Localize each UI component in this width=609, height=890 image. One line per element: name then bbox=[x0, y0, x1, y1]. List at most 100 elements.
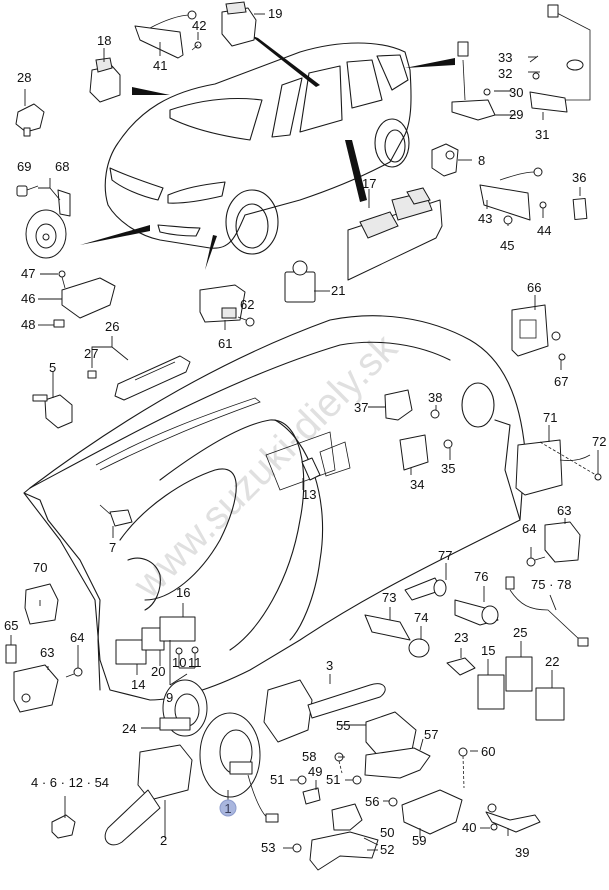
label-28[interactable]: 28 bbox=[17, 70, 31, 85]
label-65[interactable]: 65 bbox=[4, 618, 18, 633]
label-30[interactable]: 30 bbox=[509, 85, 523, 100]
part-36-label[interactable] bbox=[572, 198, 588, 220]
label-22[interactable]: 22 bbox=[545, 654, 559, 669]
label-57[interactable]: 57 bbox=[424, 727, 438, 742]
part-3[interactable] bbox=[263, 679, 386, 743]
part-15[interactable] bbox=[477, 674, 505, 710]
label-14[interactable]: 14 bbox=[131, 677, 145, 692]
part-2[interactable] bbox=[104, 744, 193, 846]
label-15[interactable]: 15 bbox=[481, 643, 495, 658]
label-51-right[interactable]: 51 bbox=[326, 772, 340, 787]
part-34[interactable] bbox=[400, 435, 429, 471]
part-42-screw[interactable] bbox=[191, 41, 202, 51]
part-18[interactable] bbox=[89, 57, 121, 103]
part-46[interactable] bbox=[61, 277, 116, 319]
label-68[interactable]: 68 bbox=[55, 159, 69, 174]
label-10[interactable]: 10 bbox=[172, 655, 186, 670]
label-7[interactable]: 7 bbox=[109, 540, 116, 555]
label-62[interactable]: 62 bbox=[240, 297, 254, 312]
label-49[interactable]: 49 bbox=[308, 764, 322, 779]
label-64-right[interactable]: 64 bbox=[522, 521, 536, 536]
part-64-left-bolt[interactable] bbox=[65, 667, 83, 678]
label-40[interactable]: 40 bbox=[462, 820, 476, 835]
label-75-78[interactable]: 75 · 78 bbox=[531, 577, 571, 592]
part-48-nut[interactable] bbox=[53, 319, 65, 328]
label-46[interactable]: 46 bbox=[21, 291, 35, 306]
label-63-right[interactable]: 63 bbox=[557, 503, 571, 518]
label-47[interactable]: 47 bbox=[21, 266, 35, 281]
label-41[interactable]: 41 bbox=[153, 58, 167, 73]
part-16[interactable] bbox=[159, 616, 196, 642]
part-67-nut[interactable] bbox=[558, 353, 566, 361]
part-74[interactable] bbox=[408, 638, 430, 658]
part-14[interactable] bbox=[115, 639, 147, 665]
part-49[interactable] bbox=[302, 787, 321, 805]
part-47-screw[interactable] bbox=[58, 270, 66, 289]
part-61[interactable] bbox=[199, 284, 246, 323]
part-38-bolt[interactable] bbox=[430, 409, 440, 419]
part-30-screw[interactable] bbox=[483, 88, 491, 96]
part-63-left[interactable] bbox=[13, 664, 59, 713]
label-74[interactable]: 74 bbox=[414, 610, 428, 625]
label-1[interactable]: 1 bbox=[224, 801, 231, 816]
label-18[interactable]: 18 bbox=[97, 33, 111, 48]
label-67[interactable]: 67 bbox=[554, 374, 568, 389]
label-17[interactable]: 17 bbox=[362, 176, 376, 191]
part-44-screw[interactable] bbox=[539, 201, 547, 209]
part-11-clip[interactable] bbox=[191, 646, 199, 654]
part-45-nut[interactable] bbox=[503, 215, 513, 225]
label-61[interactable]: 61 bbox=[218, 336, 232, 351]
part-4-6-12-54-relay[interactable] bbox=[51, 814, 76, 839]
label-33[interactable]: 33 bbox=[498, 50, 512, 65]
label-24[interactable]: 24 bbox=[122, 721, 136, 736]
part-71[interactable] bbox=[515, 439, 591, 496]
part-29[interactable] bbox=[451, 41, 496, 121]
part-77[interactable] bbox=[404, 577, 447, 601]
part-8[interactable] bbox=[431, 143, 459, 177]
part-27-clip[interactable] bbox=[87, 370, 97, 379]
part-51-bolt-left[interactable] bbox=[297, 775, 307, 785]
part-75-78-harness[interactable] bbox=[505, 576, 589, 647]
label-34[interactable]: 34 bbox=[410, 477, 424, 492]
label-58[interactable]: 58 bbox=[302, 749, 316, 764]
label-69[interactable]: 69 bbox=[17, 159, 31, 174]
part-52-bracket[interactable] bbox=[309, 831, 379, 871]
part-39-bracket[interactable] bbox=[485, 803, 541, 833]
part-65-label[interactable] bbox=[5, 644, 17, 664]
part-37[interactable] bbox=[384, 389, 413, 421]
part-53-bolt[interactable] bbox=[292, 843, 302, 853]
label-3[interactable]: 3 bbox=[326, 658, 333, 673]
label-56[interactable]: 56 bbox=[365, 794, 379, 809]
label-48[interactable]: 48 bbox=[21, 317, 35, 332]
part-19[interactable] bbox=[221, 1, 257, 47]
part-13[interactable] bbox=[301, 457, 321, 481]
part-62-bolt[interactable] bbox=[237, 316, 255, 327]
part-59[interactable] bbox=[401, 789, 463, 835]
part-41[interactable] bbox=[134, 10, 197, 59]
part-76[interactable] bbox=[454, 599, 499, 626]
part-21[interactable] bbox=[284, 260, 316, 303]
part-24[interactable] bbox=[159, 679, 208, 737]
label-66[interactable]: 66 bbox=[527, 280, 541, 295]
label-27[interactable]: 27 bbox=[84, 346, 98, 361]
label-64-left[interactable]: 64 bbox=[70, 630, 84, 645]
label-4-6-12-54[interactable]: 4 · 6 · 12 · 54 bbox=[31, 775, 109, 790]
part-50[interactable] bbox=[331, 803, 363, 831]
part-35-bolt[interactable] bbox=[443, 439, 453, 449]
part-23[interactable] bbox=[446, 657, 476, 676]
label-76[interactable]: 76 bbox=[474, 569, 488, 584]
part-57-bracket[interactable] bbox=[364, 747, 431, 779]
part-68-horn[interactable] bbox=[25, 189, 71, 259]
part-1[interactable] bbox=[199, 712, 279, 823]
part-60-bolt[interactable] bbox=[458, 747, 468, 789]
label-13[interactable]: 13 bbox=[302, 487, 316, 502]
part-69-bolt[interactable] bbox=[16, 185, 39, 197]
label-73[interactable]: 73 bbox=[382, 590, 396, 605]
label-51-left[interactable]: 51 bbox=[270, 772, 284, 787]
label-42[interactable]: 42 bbox=[192, 18, 206, 33]
label-37[interactable]: 37 bbox=[354, 400, 368, 415]
part-10-clip[interactable] bbox=[175, 647, 183, 655]
label-77[interactable]: 77 bbox=[438, 548, 452, 563]
label-26[interactable]: 26 bbox=[105, 319, 119, 334]
label-53[interactable]: 53 bbox=[261, 840, 275, 855]
